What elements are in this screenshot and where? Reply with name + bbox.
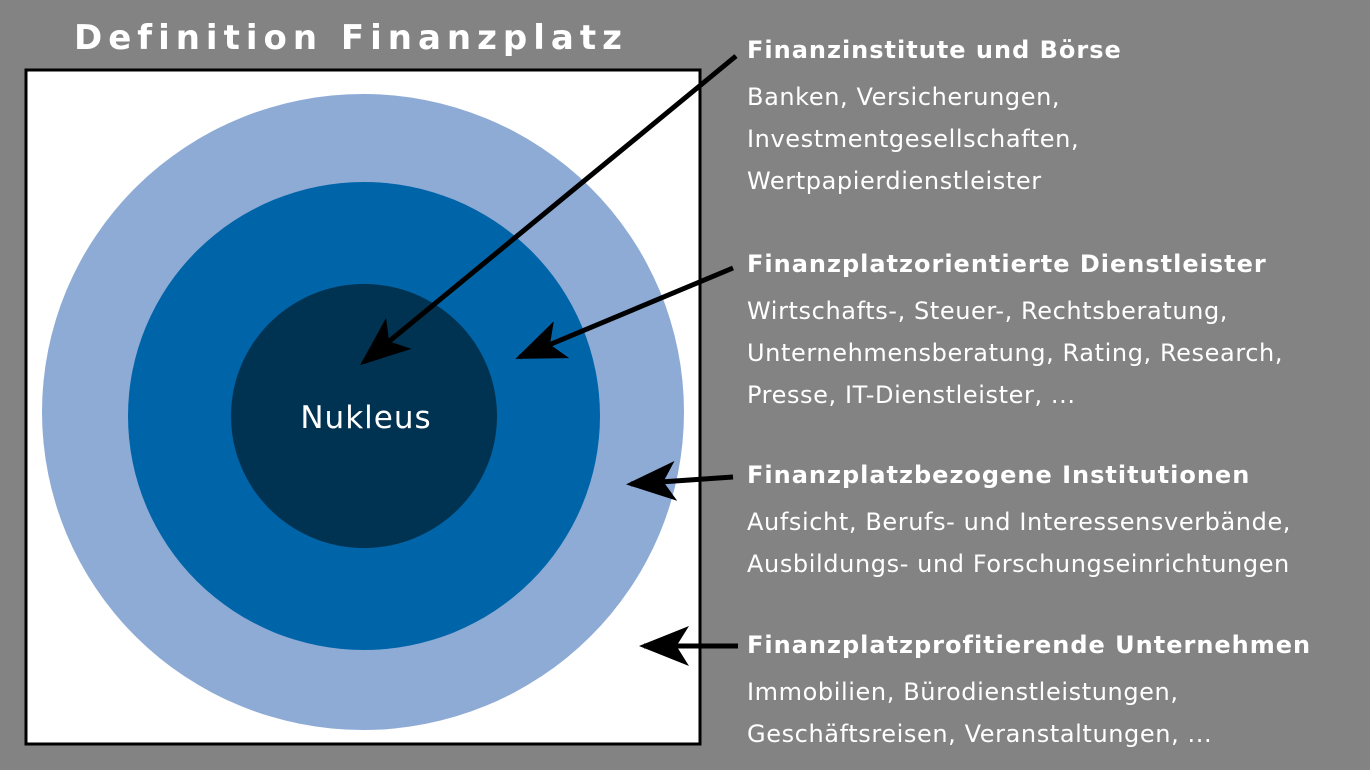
category-profiting-companies: Finanzplatzprofitierende Unternehmen Imm… (747, 631, 1311, 755)
diagram-title: Definition Finanzplatz (74, 18, 628, 58)
arrow-to-middle-ring (515, 265, 734, 360)
category-heading: Finanzplatzbezogene Institutionen (747, 461, 1251, 489)
category-description: Aufsicht, Berufs- und Interessensverbänd… (747, 501, 1291, 585)
arrow-to-nucleus (360, 54, 738, 366)
category-service-providers: Finanzplatzorientierte Dienstleister Wir… (747, 250, 1283, 416)
description-line: Ausbildungs- und Forschungseinrichtungen (747, 550, 1290, 578)
description-line: Geschäftsreisen, Veranstaltungen, ... (747, 720, 1213, 748)
description-line: Banken, Versicherungen, (747, 83, 1061, 111)
arrows (360, 54, 738, 666)
nucleus-label: Nukleus (300, 400, 431, 436)
category-institutions: Finanzplatzbezogene Institutionen Aufsic… (747, 461, 1291, 585)
description-line: Aufsicht, Berufs- und Interessensverbänd… (747, 508, 1292, 536)
category-heading: Finanzplatzprofitierende Unternehmen (747, 631, 1312, 659)
arrow-to-outer-ring (626, 460, 734, 501)
category-financial-institutions: Finanzinstitute und Börse Banken, Versic… (747, 36, 1122, 202)
description-line: Presse, IT-Dienstleister, ... (747, 381, 1076, 409)
category-heading: Finanzinstitute und Börse (747, 36, 1122, 64)
nucleus-circle (231, 284, 497, 548)
category-description: Immobilien, Bürodienstleistungen, Geschä… (747, 671, 1311, 755)
description-line: Wirtschafts-, Steuer-, Rechtsberatung, (747, 297, 1229, 325)
description-line: Wertpapierdienstleister (747, 167, 1042, 195)
description-line: Unternehmensberatung, Rating, Research, (747, 339, 1284, 367)
description-line: Immobilien, Bürodienstleistungen, (747, 678, 1179, 706)
category-description: Wirtschafts-, Steuer-, Rechtsberatung, U… (747, 290, 1283, 416)
diagram-panel (24, 68, 702, 746)
category-description: Banken, Versicherungen, Investmentgesell… (747, 76, 1122, 202)
category-heading: Finanzplatzorientierte Dienstleister (747, 250, 1267, 278)
description-line: Investmentgesellschaften, (747, 125, 1080, 153)
